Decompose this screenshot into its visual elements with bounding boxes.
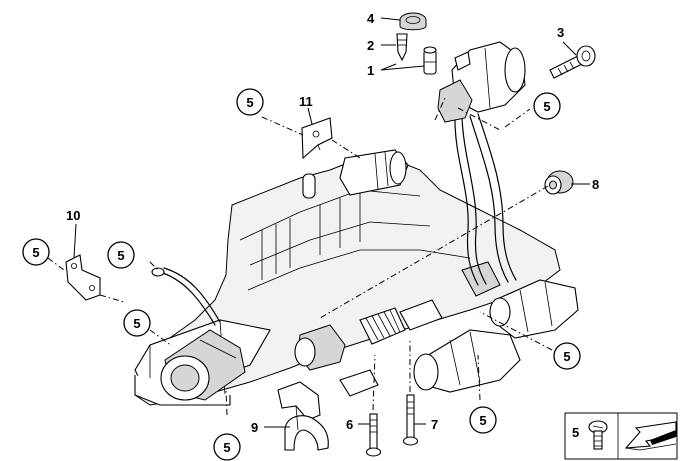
callout-5-left-centre: 5 xyxy=(107,241,135,269)
callout-9: 9 xyxy=(251,420,258,435)
callout-5-bottom-left: 5 xyxy=(213,433,241,461)
callout-11: 11 xyxy=(299,94,313,109)
rubber-bushing-part xyxy=(544,170,574,195)
svg-text:5: 5 xyxy=(117,248,124,263)
callout-7: 7 xyxy=(431,417,438,432)
svg-text:5: 5 xyxy=(563,349,570,364)
callout-8: 8 xyxy=(592,177,599,192)
right-solenoid-pair xyxy=(413,261,579,393)
svg-text:5: 5 xyxy=(246,95,253,110)
svg-text:5: 5 xyxy=(479,413,486,428)
callout-2: 2 xyxy=(367,38,374,53)
grommet-cap-part xyxy=(399,12,427,31)
callout-4: 4 xyxy=(367,11,375,26)
callout-5-left: 5 xyxy=(22,238,50,266)
pump-motor xyxy=(437,41,526,123)
hex-bolt-part xyxy=(549,45,596,79)
holder-clamp-part xyxy=(277,381,329,451)
bolt-icon xyxy=(588,420,608,450)
callout-10: 10 xyxy=(66,208,80,223)
valve-block xyxy=(359,299,443,345)
callout-5-top-left: 5 xyxy=(236,88,264,116)
arrow-icon xyxy=(624,421,677,451)
bracket-part-10 xyxy=(65,254,101,301)
hydraulic-lines xyxy=(159,113,517,326)
long-bolt-part-6 xyxy=(365,413,382,457)
legend-label: 5 xyxy=(572,425,579,440)
callout-5-right: 5 xyxy=(553,342,581,370)
left-solenoid-cylinder xyxy=(160,329,246,401)
callout-6: 6 xyxy=(346,417,353,432)
callout-5-top-right: 5 xyxy=(533,92,561,120)
callout-5-left-lower: 5 xyxy=(123,309,151,337)
sensor-insert-part xyxy=(423,46,437,75)
long-bolt-part-7 xyxy=(402,394,419,446)
assembly-axis-lines xyxy=(47,97,553,416)
eyelet-part xyxy=(151,267,165,277)
callout-3: 3 xyxy=(557,25,564,40)
circled-callouts: 5 5 5 5 5 5 5 5 xyxy=(22,88,581,461)
bracket-part-11 xyxy=(301,117,333,160)
centre-solenoid xyxy=(294,324,379,397)
svg-text:5: 5 xyxy=(32,245,39,260)
callout-1: 1 xyxy=(367,63,374,78)
callout-5-bottom-right: 5 xyxy=(469,406,497,434)
callout-labels: 4 2 1 3 8 11 10 9 6 7 xyxy=(66,11,599,435)
svg-text:5: 5 xyxy=(133,316,140,331)
conical-pin-part xyxy=(396,33,408,62)
leader-lines xyxy=(73,17,590,428)
legend-box: 5 xyxy=(564,412,678,460)
svg-text:5: 5 xyxy=(543,99,550,114)
svg-text:5: 5 xyxy=(223,440,230,455)
